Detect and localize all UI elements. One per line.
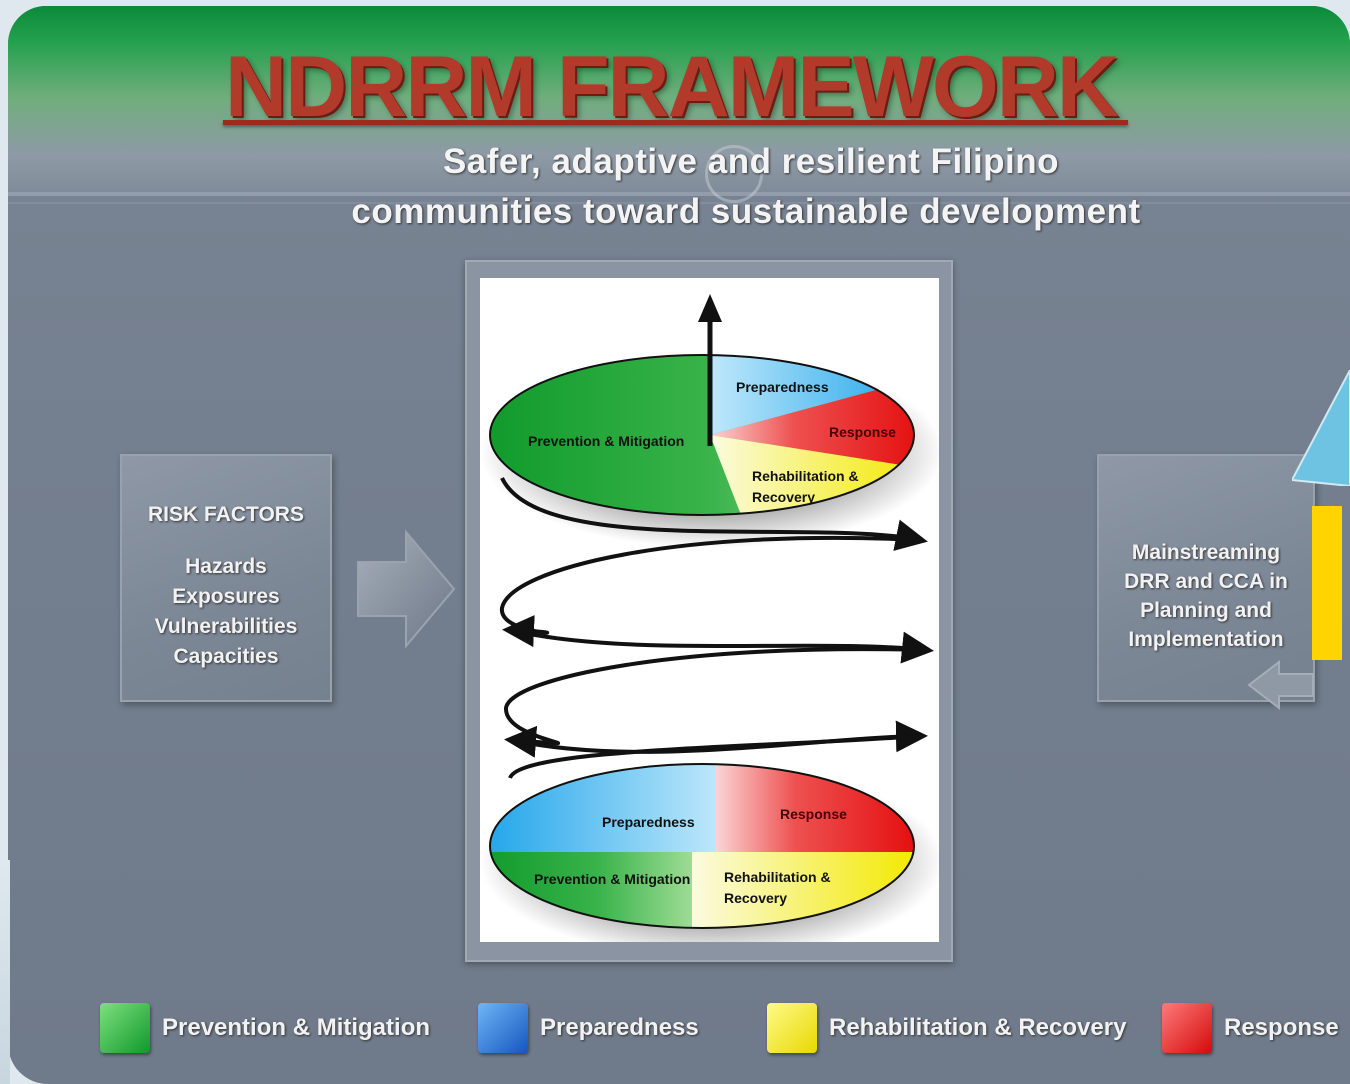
header-band (8, 6, 1350, 196)
arrow-left-icon (1247, 660, 1314, 710)
bottom-label-rehab-1: Rehabilitation & (724, 869, 831, 885)
top-ellipse (490, 355, 914, 515)
risk-item-exposures: Exposures (172, 585, 280, 608)
top-label-rehab-1: Rehabilitation & (752, 468, 859, 484)
header-divider (8, 192, 1350, 196)
bottom-ellipse (490, 764, 914, 928)
risk-factors-box: RISK FACTORS Hazards Exposures Vulnerabi… (120, 454, 332, 702)
top-label-preparedness: Preparedness (736, 379, 829, 395)
mainstream-line-3: Planning and (1140, 599, 1272, 622)
risk-item-capacities: Capacities (173, 645, 279, 668)
mainstream-line-2: DRR and CCA in (1124, 570, 1288, 593)
legend-item-response: Response (1162, 1002, 1339, 1054)
header-divider-secondary (8, 202, 1350, 204)
spiral-diagram: Prevention & Mitigation Preparedness Res… (480, 294, 939, 942)
legend-label: Preparedness (540, 1014, 699, 1041)
spiral-path (499, 477, 934, 780)
page-title: NDRRM FRAMEWORK (225, 39, 1119, 135)
mainstream-line-1: Mainstreaming (1131, 541, 1281, 564)
risk-item-vulnerabilities: Vulnerabilities (154, 615, 298, 638)
title-underline (223, 120, 1128, 125)
up-arrow-icon (698, 294, 722, 322)
decorative-ring (705, 145, 763, 203)
risk-factors-heading: RISK FACTORS (148, 503, 304, 526)
risk-item-hazards: Hazards (185, 555, 267, 578)
yellow-highlight-block (1312, 506, 1342, 660)
legend-label: Prevention & Mitigation (162, 1014, 431, 1041)
bottom-label-rehab-2: Recovery (724, 890, 787, 906)
top-label-prevention: Prevention & Mitigation (528, 433, 684, 449)
bottom-label-prevention: Prevention & Mitigation (534, 871, 690, 887)
callout-pointer-icon (1292, 370, 1350, 486)
legend-label: Rehabilitation & Recovery (829, 1014, 1127, 1041)
legend-swatch-blue (478, 1003, 528, 1053)
legend-item-prevention: Prevention & Mitigation (100, 1002, 430, 1054)
subtitle-line-2: communities toward sustainable developme… (351, 192, 1141, 231)
arrow-right-icon (357, 529, 456, 649)
mainstreaming-box: Mainstreaming DRR and CCA in Planning an… (1097, 454, 1315, 702)
legend-swatch-green (100, 1003, 150, 1053)
top-label-rehab-2: Recovery (752, 489, 815, 505)
mainstream-line-4: Implementation (1128, 628, 1284, 651)
legend-label: Response (1224, 1014, 1339, 1041)
legend-item-rehabilitation: Rehabilitation & Recovery (767, 1002, 1126, 1054)
subtitle-line-1: Safer, adaptive and resilient Filipino (442, 142, 1060, 181)
legend-swatch-yellow (767, 1003, 817, 1053)
left-edge-decoration (0, 860, 10, 1084)
bottom-label-preparedness: Preparedness (602, 814, 695, 830)
legend-swatch-red (1162, 1003, 1212, 1053)
top-label-response: Response (829, 424, 896, 440)
legend-item-preparedness: Preparedness (478, 1002, 699, 1054)
bottom-label-response: Response (780, 806, 847, 822)
